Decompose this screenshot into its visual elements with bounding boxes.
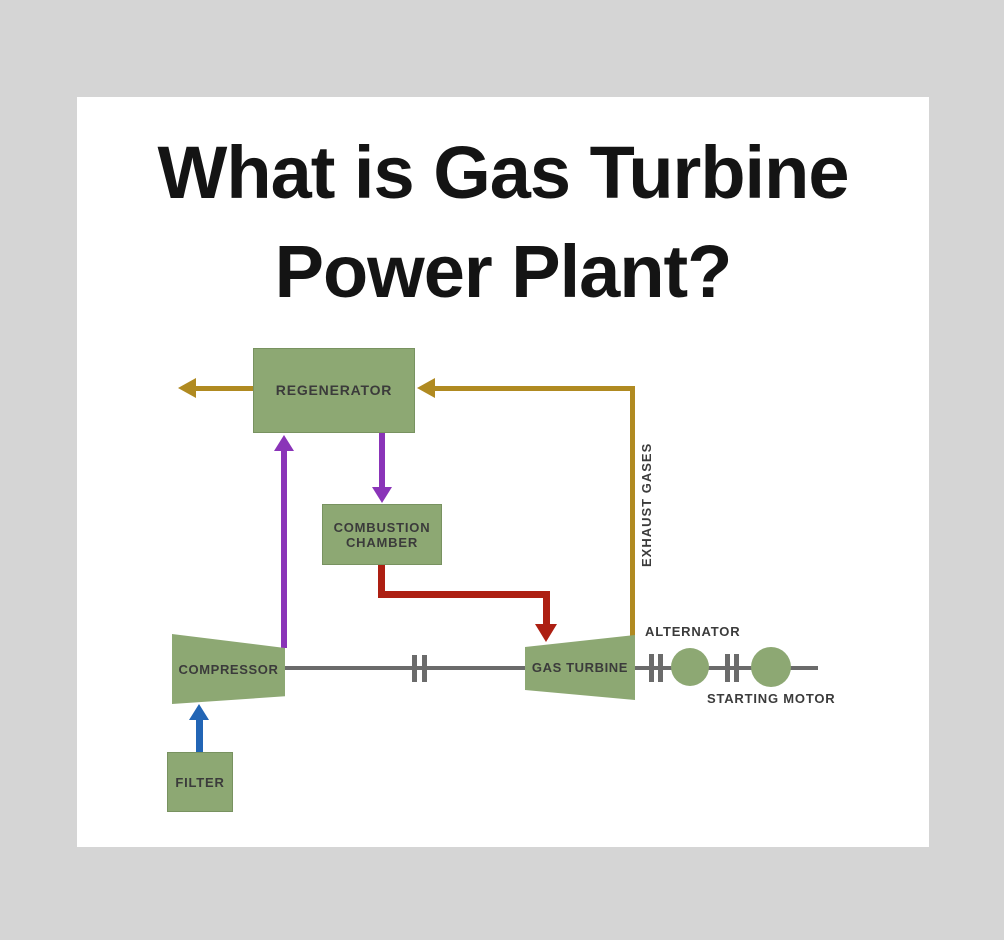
shaft-coupling-icon bbox=[725, 654, 730, 682]
poster-card: What is Gas Turbine Power Plant? bbox=[77, 97, 929, 847]
combustion-to-turbine-line-h bbox=[378, 591, 550, 598]
shaft-coupling-icon bbox=[658, 654, 663, 682]
gas-turbine-shape: GAS TURBINE bbox=[525, 635, 635, 700]
regenerator-to-combustion-arrowhead-icon bbox=[372, 487, 392, 503]
title-line-1: What is Gas Turbine bbox=[157, 131, 850, 214]
regenerator-box: REGENERATOR bbox=[253, 348, 415, 433]
title-line-2: Power Plant? bbox=[274, 230, 733, 313]
starting-motor-circle bbox=[751, 647, 791, 687]
combustion-chamber-box: COMBUSTION CHAMBER bbox=[322, 504, 442, 565]
filter-to-compressor-arrowhead-icon bbox=[189, 704, 209, 720]
compressor-to-regenerator-arrowhead-icon bbox=[274, 435, 294, 451]
shaft-coupling-icon bbox=[734, 654, 739, 682]
exhaust-return-arrowhead-icon bbox=[417, 378, 435, 398]
shaft-coupling-icon bbox=[649, 654, 654, 682]
filter-label: FILTER bbox=[175, 774, 225, 790]
compressor-to-regenerator-line bbox=[281, 449, 287, 648]
exhaust-out-arrowhead-icon bbox=[178, 378, 196, 398]
combustion-chamber-label: COMBUSTION CHAMBER bbox=[333, 519, 431, 550]
exhaust-return-line-horizontal bbox=[433, 386, 635, 391]
page-title: What is Gas Turbine Power Plant? bbox=[77, 123, 929, 321]
combustion-to-turbine-line-v2 bbox=[543, 591, 550, 625]
exhaust-gases-label: EXHAUST GASES bbox=[639, 442, 654, 567]
alternator-circle bbox=[671, 648, 709, 686]
combustion-to-turbine-arrowhead-icon bbox=[535, 624, 557, 642]
gas-turbine-label: GAS TURBINE bbox=[531, 660, 629, 675]
exhaust-return-line-vertical bbox=[630, 386, 635, 636]
compressor-label: COMPRESSOR bbox=[178, 661, 279, 677]
shaft-coupling-icon bbox=[422, 655, 427, 682]
filter-box: FILTER bbox=[167, 752, 233, 812]
shaft-coupling-icon bbox=[412, 655, 417, 682]
combustion-to-turbine-line-v1 bbox=[378, 565, 385, 598]
filter-to-compressor-line bbox=[196, 719, 203, 752]
exhaust-out-line bbox=[196, 386, 254, 391]
starting-motor-label: STARTING MOTOR bbox=[707, 691, 836, 706]
alternator-label: ALTERNATOR bbox=[645, 624, 741, 639]
compressor-shape: COMPRESSOR bbox=[172, 634, 285, 704]
regenerator-label: REGENERATOR bbox=[275, 382, 393, 398]
gas-turbine-diagram: REGENERATOR COMBUSTION CHAMBER COMPRESSO… bbox=[77, 97, 929, 847]
regenerator-to-combustion-line bbox=[379, 433, 385, 489]
